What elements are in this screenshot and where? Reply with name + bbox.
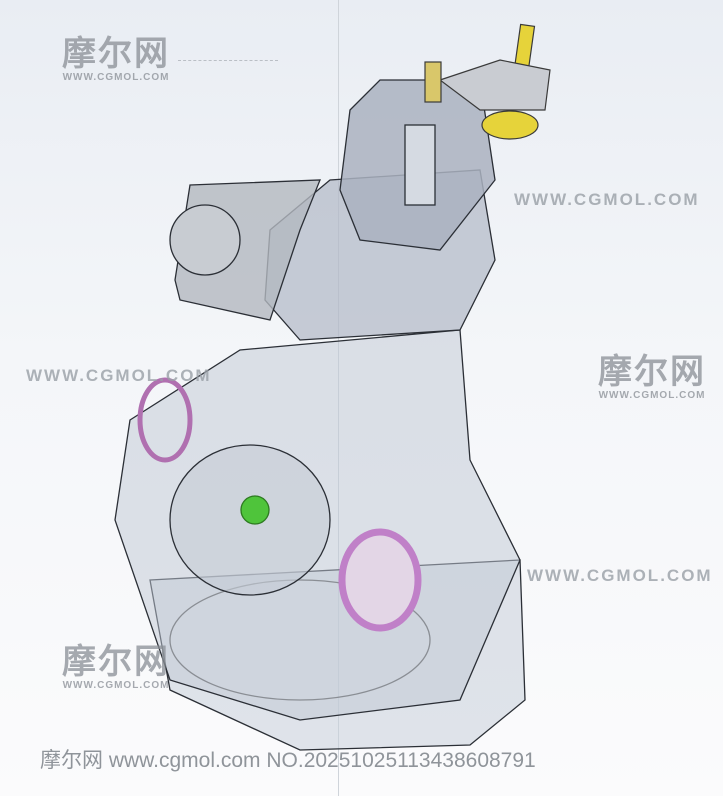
shift-linkage: [438, 59, 551, 111]
watermark-dash: [178, 60, 278, 61]
shift-collar: [481, 110, 539, 140]
watermark-url: WWW.CGMOL.COM: [527, 566, 713, 585]
pink-seal-left: [137, 377, 193, 463]
watermark-url: WWW.CGMOL.COM: [26, 366, 212, 385]
watermark-logo: 摩尔网 WWW.CGMOL.COM: [62, 644, 170, 691]
watermark-logo-cn: 摩尔网: [62, 35, 170, 73]
pink-seal-right: [338, 528, 422, 632]
footer-watermark-text: 摩尔网 www.cgmol.com NO.2025102511343860879…: [40, 749, 536, 772]
shift-bolt: [424, 61, 442, 103]
watermark-logo: 摩尔网 WWW.CGMOL.COM: [62, 36, 170, 83]
watermark-logo: 摩尔网 WWW.CGMOL.COM: [598, 354, 706, 401]
watermark-url: WWW.CGMOL.COM: [514, 190, 700, 209]
engine-mount: [169, 204, 241, 276]
green-gear: [240, 495, 270, 525]
input-shaft: [404, 124, 436, 206]
watermark-logo-cn: 摩尔网: [62, 643, 170, 681]
watermark-logo-en: WWW.CGMOL.COM: [598, 390, 706, 401]
watermark-logo-en: WWW.CGMOL.COM: [62, 680, 170, 691]
watermark-logo-en: WWW.CGMOL.COM: [62, 72, 170, 83]
watermark-logo-cn: 摩尔网: [598, 353, 706, 391]
